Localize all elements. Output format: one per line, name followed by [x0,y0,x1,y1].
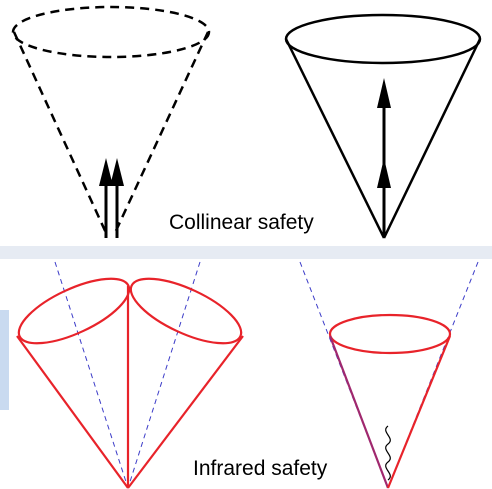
collinear-safety-caption: Collinear safety [169,211,314,234]
collinear-cone-dashed [11,5,211,236]
collinear-cone-solid [284,13,482,239]
panel-divider [0,246,492,259]
dashed-cone-right-edge [112,31,210,236]
dashed-cone-left-edge [12,31,109,236]
dashed-cone-rim [11,5,211,59]
single-arrow-upper-head [377,78,391,108]
infrared-single-cone [328,313,452,489]
infrared-guide-lines-left [54,261,201,489]
soft-gluon-wiggle [385,425,391,481]
single-cone-left-edge [328,335,390,489]
collinear-single-arrow [377,78,391,236]
single-cone-rim [328,313,452,355]
split-arrow-right-head [110,158,124,186]
single-cone-right-edge [386,335,452,489]
solid-cone-right-edge [382,38,482,239]
split-arrow-left-head [99,158,113,186]
infrared-twin-cones [16,277,244,489]
twin-cone-outer-right-edge [127,335,244,489]
left-guide-line-2 [127,261,201,489]
single-arrow-lower-head [377,158,391,188]
infrared-safety-caption: Infrared safety [193,457,328,480]
left-guide-line-1 [54,261,129,489]
collinear-split-arrows [99,158,124,238]
solid-cone-left-edge [284,38,386,239]
left-edge-accent [0,310,9,410]
twin-cone-left-rim [17,277,131,345]
twin-cone-outer-left-edge [16,335,129,489]
twin-cone-right-rim [129,277,243,345]
